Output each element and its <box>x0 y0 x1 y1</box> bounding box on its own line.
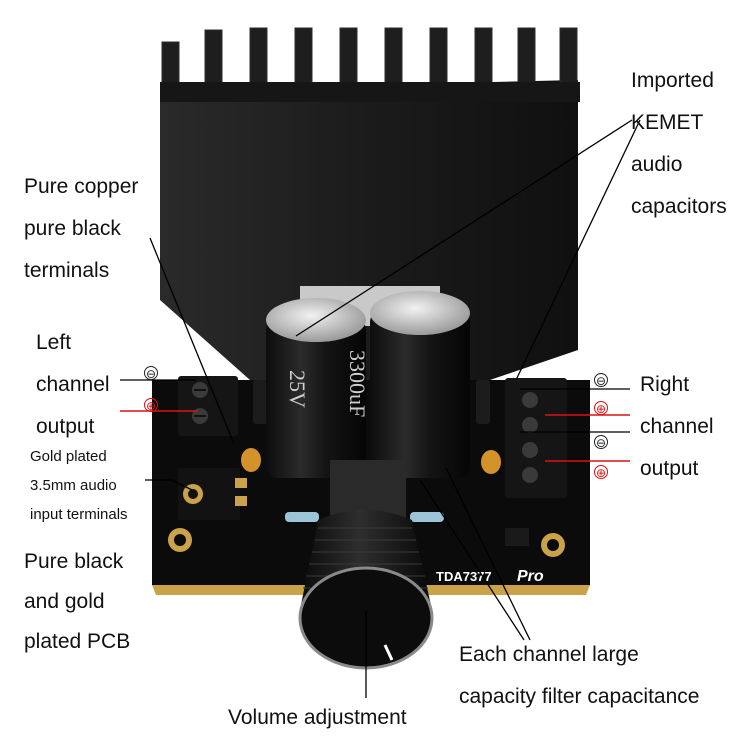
label-copper-terminals: Pure copper pure black terminals <box>24 166 138 292</box>
label-line: capacity filter capacitance <box>459 685 700 708</box>
label-line: Each channel large <box>459 643 639 666</box>
label-line: plated PCB <box>24 630 131 653</box>
label-line: channel <box>640 415 714 438</box>
label-line: Pure black <box>24 550 124 573</box>
chip-marking: TDA7377 <box>436 569 492 584</box>
filter-capacitor-right <box>370 291 470 478</box>
label-line: audio <box>631 153 683 176</box>
label-line: output <box>640 457 699 480</box>
label-line: Gold plated <box>30 448 107 465</box>
label-line: Pure copper <box>24 175 139 198</box>
leader-lines <box>120 119 641 698</box>
label-line: pure black <box>24 217 121 240</box>
positive-polarity-icon: ⊕ <box>144 398 158 413</box>
left-terminal-block <box>178 376 238 436</box>
label-gold-audio-input: Gold plated 3.5mm audio input terminals <box>30 442 128 529</box>
red-leader-lines <box>120 410 630 462</box>
right-terminal-block <box>505 378 567 498</box>
audio-input-jack <box>178 468 247 520</box>
label-filter-capacitance: Each channel large capacity filter capac… <box>459 634 699 718</box>
label-left-channel-output: Left channel output <box>36 322 110 448</box>
capacitor-marking-voltage: 25V <box>285 370 310 408</box>
label-volume-adjustment: Volume adjustment <box>228 706 407 729</box>
label-line: channel <box>36 373 110 396</box>
label-line: and gold <box>24 590 105 613</box>
label-line: KEMET <box>631 111 704 134</box>
negative-polarity-icon: ⊖ <box>144 366 158 381</box>
negative-polarity-icon: ⊖ <box>594 435 608 450</box>
positive-polarity-icon: ⊕ <box>594 465 608 480</box>
small-components <box>241 380 529 546</box>
label-right-channel-output: Right channel output <box>640 364 714 490</box>
label-line: capacitors <box>631 195 727 218</box>
negative-polarity-icon: ⊖ <box>594 373 608 388</box>
label-line: input terminals <box>30 506 128 523</box>
label-line: Right <box>640 373 690 396</box>
heatsink <box>160 27 580 380</box>
model-suffix-marking: Pro <box>517 568 544 585</box>
label-line: output <box>36 415 95 438</box>
volume-knob <box>298 460 434 670</box>
positive-polarity-icon: ⊕ <box>594 401 608 416</box>
label-line: Imported <box>631 69 714 92</box>
label-black-gold-pcb: Pure black and gold plated PCB <box>24 542 130 662</box>
label-line: Left <box>36 331 72 354</box>
filter-capacitor-left: 3300uF 25V <box>266 298 370 478</box>
capacitor-marking-value: 3300uF <box>345 350 370 417</box>
label-kemet-capacitors: Imported KEMET audio capacitors <box>631 60 727 228</box>
label-line: 3.5mm audio <box>30 477 117 494</box>
label-line: terminals <box>24 259 110 282</box>
